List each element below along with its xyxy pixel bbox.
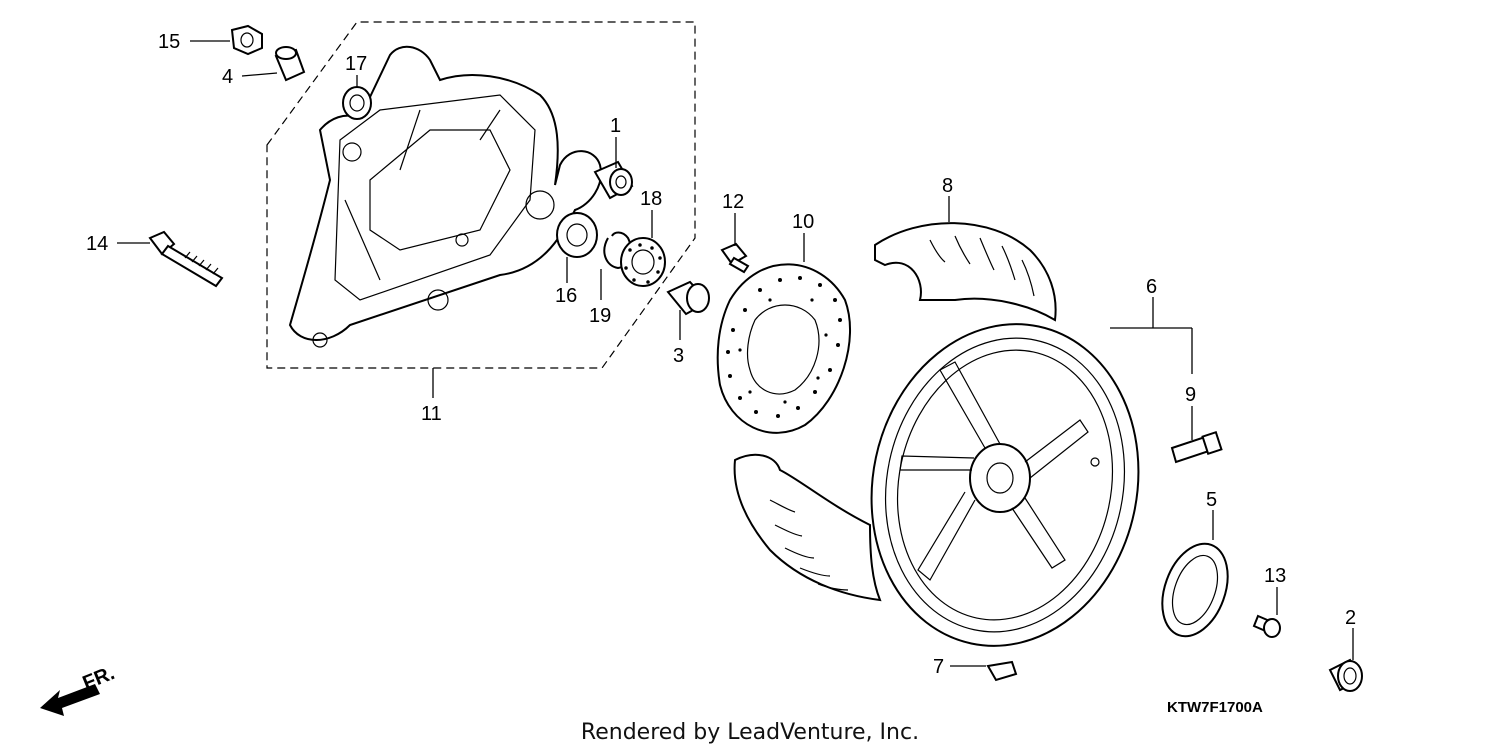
footer-credit: Rendered by LeadVenture, Inc. xyxy=(581,720,919,745)
callout-13: 13 xyxy=(1264,565,1286,587)
rear-swing-arm[interactable] xyxy=(288,45,602,348)
tire-upper-8[interactable] xyxy=(874,222,1057,322)
callout-5: 5 xyxy=(1206,489,1217,511)
assembly-dashed-outline xyxy=(266,21,696,369)
callout-18: 18 xyxy=(640,188,662,210)
leader-lines xyxy=(117,40,1354,667)
callout-9: 9 xyxy=(1185,384,1196,406)
collar-4[interactable] xyxy=(274,46,306,82)
valve-9[interactable] xyxy=(1170,431,1223,464)
pulser-ring-5[interactable] xyxy=(1150,535,1239,646)
bolt-13[interactable] xyxy=(1252,614,1281,638)
callout-16: 16 xyxy=(555,285,577,307)
bearing-17[interactable] xyxy=(342,86,372,120)
callout-17: 17 xyxy=(345,53,367,75)
bearing-16[interactable] xyxy=(556,212,598,258)
tire-lower[interactable] xyxy=(733,453,882,602)
callout-7: 7 xyxy=(933,656,944,678)
collar-1[interactable] xyxy=(593,160,634,200)
nut-15[interactable] xyxy=(230,24,263,56)
bolt-14[interactable] xyxy=(148,230,224,288)
front-direction-arrow: FR. xyxy=(40,662,118,716)
callout-1: 1 xyxy=(610,115,621,137)
callout-6: 6 xyxy=(1146,276,1157,298)
callout-3: 3 xyxy=(673,345,684,367)
wheel-rim-6[interactable] xyxy=(842,299,1168,671)
callout-8: 8 xyxy=(942,175,953,197)
front-arrow-label: FR. xyxy=(80,662,118,694)
callout-12: 12 xyxy=(722,191,744,213)
diagram-code: KTW7F1700A xyxy=(1167,699,1263,716)
callout-labels: 1 2 3 4 5 6 7 8 9 10 11 12 13 14 15 16 1… xyxy=(86,31,1356,678)
callout-15: 15 xyxy=(158,31,180,53)
callout-11: 11 xyxy=(421,403,442,425)
bolt-12[interactable] xyxy=(720,242,750,274)
callout-4: 4 xyxy=(222,66,233,88)
collar-2[interactable] xyxy=(1328,658,1363,692)
collar-3[interactable] xyxy=(666,280,710,316)
callout-19: 19 xyxy=(589,305,611,327)
clip-7[interactable] xyxy=(986,660,1018,682)
callout-2: 2 xyxy=(1345,607,1356,629)
callout-14: 14 xyxy=(86,233,108,255)
brake-disc-10[interactable] xyxy=(716,263,852,434)
oil-seal-18[interactable] xyxy=(620,237,666,287)
callout-10: 10 xyxy=(792,211,814,233)
arrow-left-icon xyxy=(40,684,100,716)
